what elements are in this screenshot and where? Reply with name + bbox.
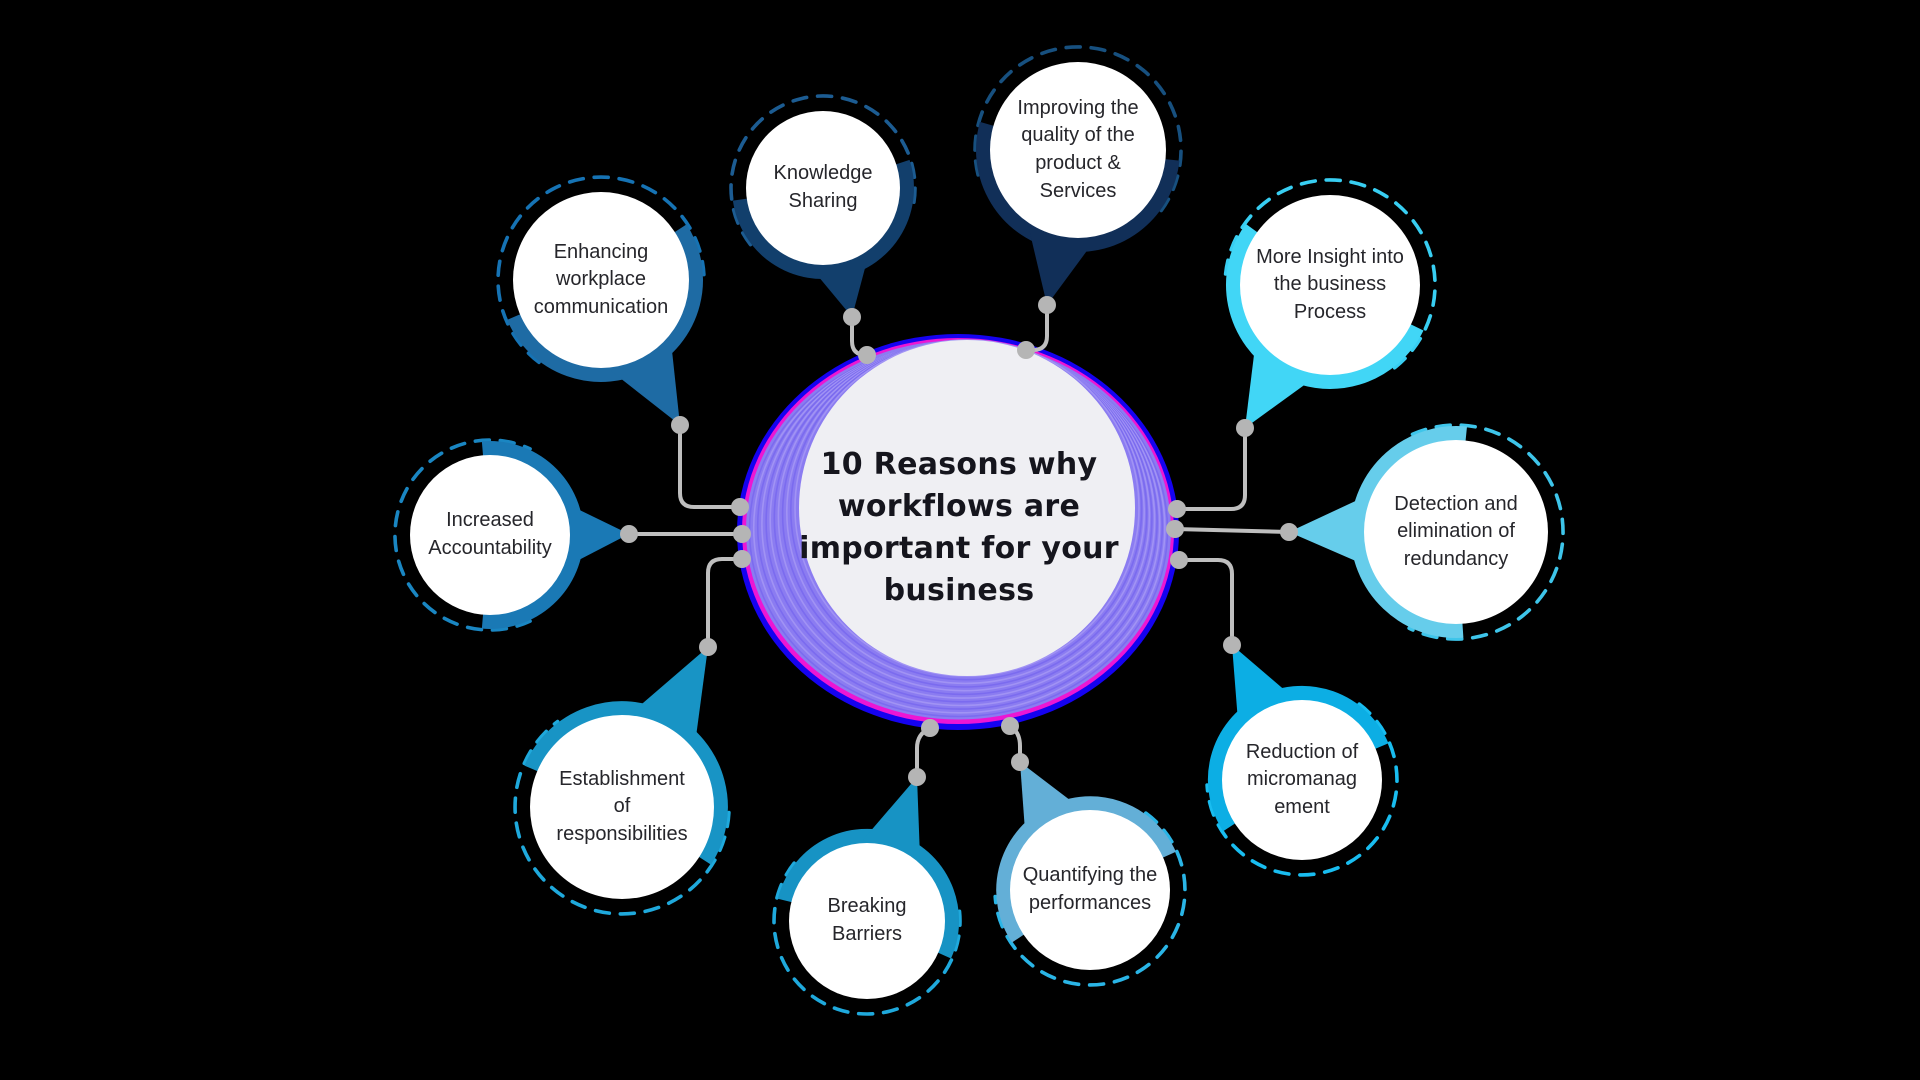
connector-dot-outer-knowledge-sharing [843,308,861,326]
center-circle [737,334,1179,730]
dashed-ring-detection-redundancy [1407,423,1565,641]
connector-dot-inner-detection-redundancy [1166,520,1184,538]
connector-dot-inner-knowledge-sharing [858,346,876,364]
bubble-face-enhancing-workplace [513,192,689,368]
bubble-face-establishment-responsibilities [530,715,714,899]
satellite-bubble-increased-accountability [393,438,629,632]
satellite-bubble-quantifying-performances [993,762,1187,987]
connectors [620,296,1298,786]
dashed-ring-quantifying-performances [993,811,1187,987]
bubble-tail-increased-accountability [567,503,629,567]
bubble-face-quantifying-performances [1010,810,1170,970]
connector-dot-outer-more-insight [1236,419,1254,437]
satellite-bubble-improving-quality [973,45,1183,305]
bubble-face-reduction-micromanagement [1222,700,1382,860]
connector-dot-inner-breaking-barriers [921,719,939,737]
connector-dot-inner-more-insight [1168,500,1186,518]
dashed-ring-breaking-barriers [772,854,962,1016]
dashed-ring-establishment-responsibilities [513,719,731,916]
connector-dot-outer-enhancing-workplace [671,416,689,434]
bubble-face-increased-accountability [410,455,570,615]
dashed-ring-enhancing-workplace [496,175,706,365]
connector-dot-outer-improving-quality [1038,296,1056,314]
dashed-ring-more-insight [1223,178,1437,374]
satellite-bubble-enhancing-workplace [496,175,706,425]
bubble-tail-breaking-barriers [862,777,921,860]
satellite-bubble-detection-redundancy [1289,423,1565,641]
connector-dot-outer-establishment-responsibilities [699,638,717,656]
connector-dot-inner-reduction-micromanagement [1170,551,1188,569]
connector-dot-outer-detection-redundancy [1280,523,1298,541]
satellite-bubble-knowledge-sharing [729,94,917,317]
dashed-ring-knowledge-sharing [729,94,917,247]
bubble-tail-knowledge-sharing [810,253,869,317]
bubble-tail-quantifying-performances [1020,762,1080,838]
connector-dot-outer-quantifying-performances [1011,753,1029,771]
dashed-ring-reduction-micromanagement [1205,702,1399,877]
bubble-tail-enhancing-workplace [610,338,680,425]
bubble-face-breaking-barriers [789,843,945,999]
connector-dot-outer-increased-accountability [620,525,638,543]
connector-dot-inner-increased-accountability [733,525,751,543]
connector-dot-inner-enhancing-workplace [731,498,749,516]
bubble-tail-improving-quality [1028,226,1096,305]
connector-dot-outer-breaking-barriers [908,768,926,786]
satellite-bubble-reduction-micromanagement [1205,645,1399,877]
dashed-ring-improving-quality [973,45,1183,213]
connector-establishment-responsibilities [706,557,744,649]
bubble-face-knowledge-sharing [746,111,900,265]
bubble-face-detection-redundancy [1364,440,1548,624]
bubble-tail-more-insight [1245,341,1316,428]
satellite-bubble-establishment-responsibilities [513,647,731,916]
bubble-tail-reduction-micromanagement [1232,645,1294,727]
bubble-face-more-insight [1240,195,1420,375]
connector-dot-inner-establishment-responsibilities [733,550,751,568]
center-inner-circle [799,340,1135,676]
bubble-tail-detection-redundancy [1289,494,1369,566]
connector-more-insight [1175,426,1247,511]
connector-dot-outer-reduction-micromanagement [1223,636,1241,654]
connector-reduction-micromanagement [1177,558,1234,647]
connector-dot-inner-quantifying-performances [1001,717,1019,735]
connector-dot-inner-improving-quality [1017,341,1035,359]
connector-enhancing-workplace [678,423,742,509]
satellite-bubble-breaking-barriers [772,777,962,1016]
bubble-face-improving-quality [990,62,1166,238]
satellite-bubble-more-insight [1223,178,1437,428]
dashed-ring-increased-accountability [393,438,532,632]
connector-detection-redundancy [1173,527,1291,534]
